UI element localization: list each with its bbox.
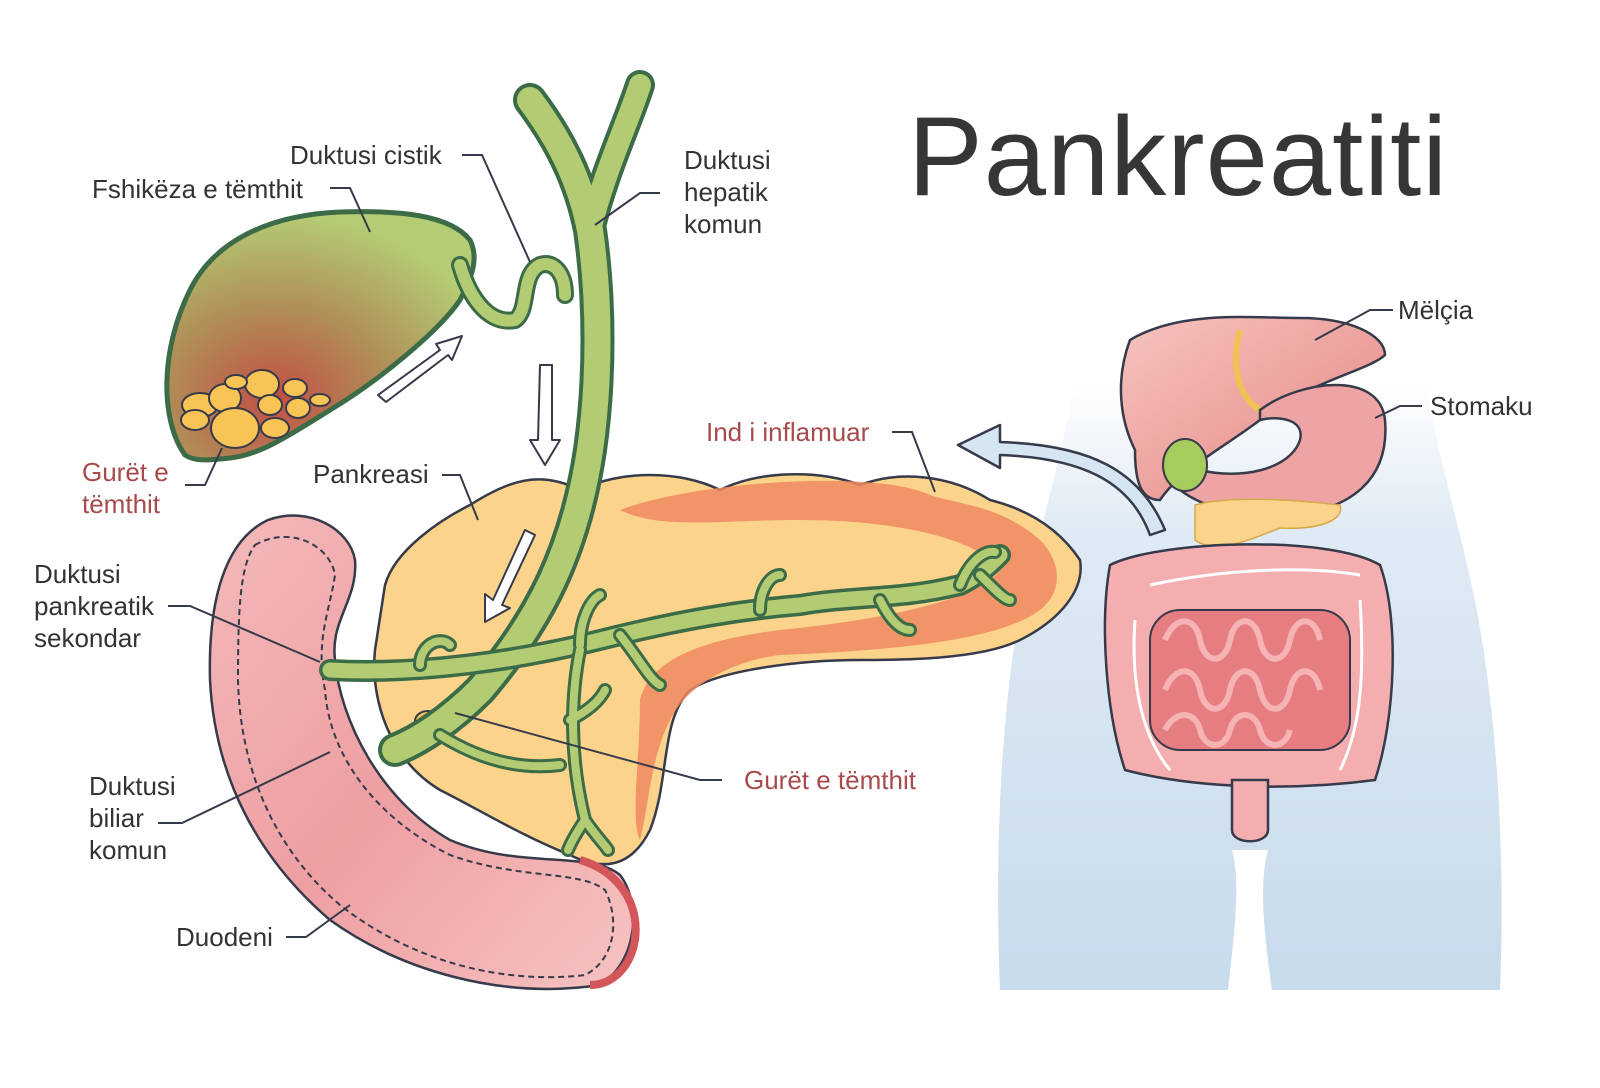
label-common-hepatic-duct: Duktusi hepatik komun [684,145,771,239]
arrow-up-right-icon [377,335,463,403]
label-liver: Mëlçia [1398,295,1474,325]
gallbladder [164,209,574,463]
label-gallstones-top: Gurët e tëmthit [82,457,169,519]
arrow-down-left-icon [484,529,536,623]
rectum [1230,778,1270,843]
arrow-down-icon [529,364,561,466]
label-duodenum: Duodeni [176,922,273,952]
page-title: Pankreatiti [908,94,1449,219]
label-cystic-duct: Duktusi cistik [290,140,442,170]
label-gallbladder: Fshikëza e tëmthit [92,174,303,204]
label-stomach: Stomaku [1430,391,1533,421]
duodenum [208,514,640,991]
curved-arrow-left-icon [956,423,1167,537]
label-accessory-pancreatic-duct: Duktusi pankreatik sekondar [34,559,154,653]
inflamed-tissue-label-line [892,431,936,493]
small-intestine [1149,609,1351,751]
label-common-bile-duct: Duktusi biliar komun [89,771,176,865]
label-pancreas: Pankreasi [313,459,429,489]
bile-ducts [330,85,1017,857]
label-inflamed-tissue: Ind i inflamuar [706,417,870,447]
leader-lines [158,154,1422,938]
label-gallstones-bottom: Gurët e tëmthit [744,765,916,795]
